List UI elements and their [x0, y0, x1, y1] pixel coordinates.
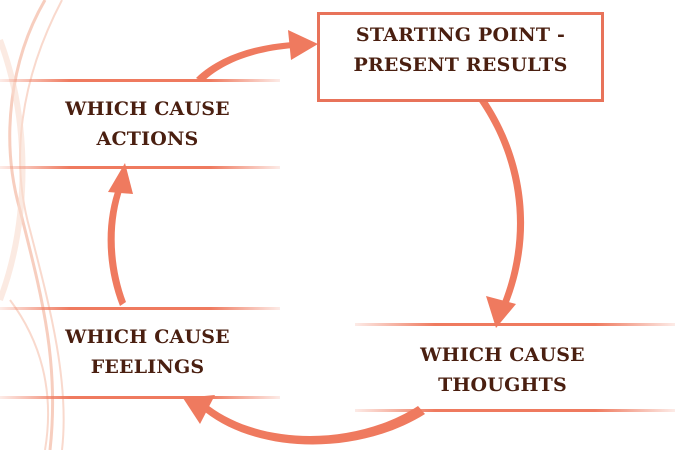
node-actions-line1: WHICH CAUSE: [65, 98, 230, 120]
node-thoughts-line1: WHICH CAUSE: [420, 344, 585, 366]
feelings-bottom-line: [0, 396, 280, 399]
arrow-start-to-thoughts: [472, 88, 525, 328]
node-thoughts: WHICH CAUSE THOUGHTS: [395, 340, 610, 400]
actions-bottom-line: [0, 166, 280, 169]
node-feelings: WHICH CAUSE FEELINGS: [40, 322, 255, 382]
arrow-actions-to-start: [196, 30, 318, 82]
thoughts-top-line: [355, 323, 675, 326]
node-start: STARTING POINT - PRESENT RESULTS: [317, 20, 604, 80]
node-thoughts-line2: THOUGHTS: [438, 374, 567, 396]
node-actions-line2: ACTIONS: [96, 128, 199, 150]
node-actions: WHICH CAUSE ACTIONS: [40, 94, 255, 154]
decorative-swooshes: [0, 0, 65, 450]
node-start-line2: PRESENT RESULTS: [353, 54, 568, 76]
start-box: [317, 12, 604, 102]
cycle-arrows: [107, 30, 525, 445]
separator-lines: [0, 79, 675, 412]
arrow-thoughts-to-feelings: [183, 395, 425, 445]
node-feelings-line2: FEELINGS: [90, 356, 205, 378]
node-start-line1: STARTING POINT -: [355, 24, 566, 46]
actions-top-line: [0, 79, 280, 82]
arrow-feelings-to-actions: [107, 163, 133, 306]
feelings-top-line: [0, 307, 280, 310]
thoughts-bottom-line: [355, 409, 675, 412]
node-feelings-line1: WHICH CAUSE: [65, 326, 230, 348]
